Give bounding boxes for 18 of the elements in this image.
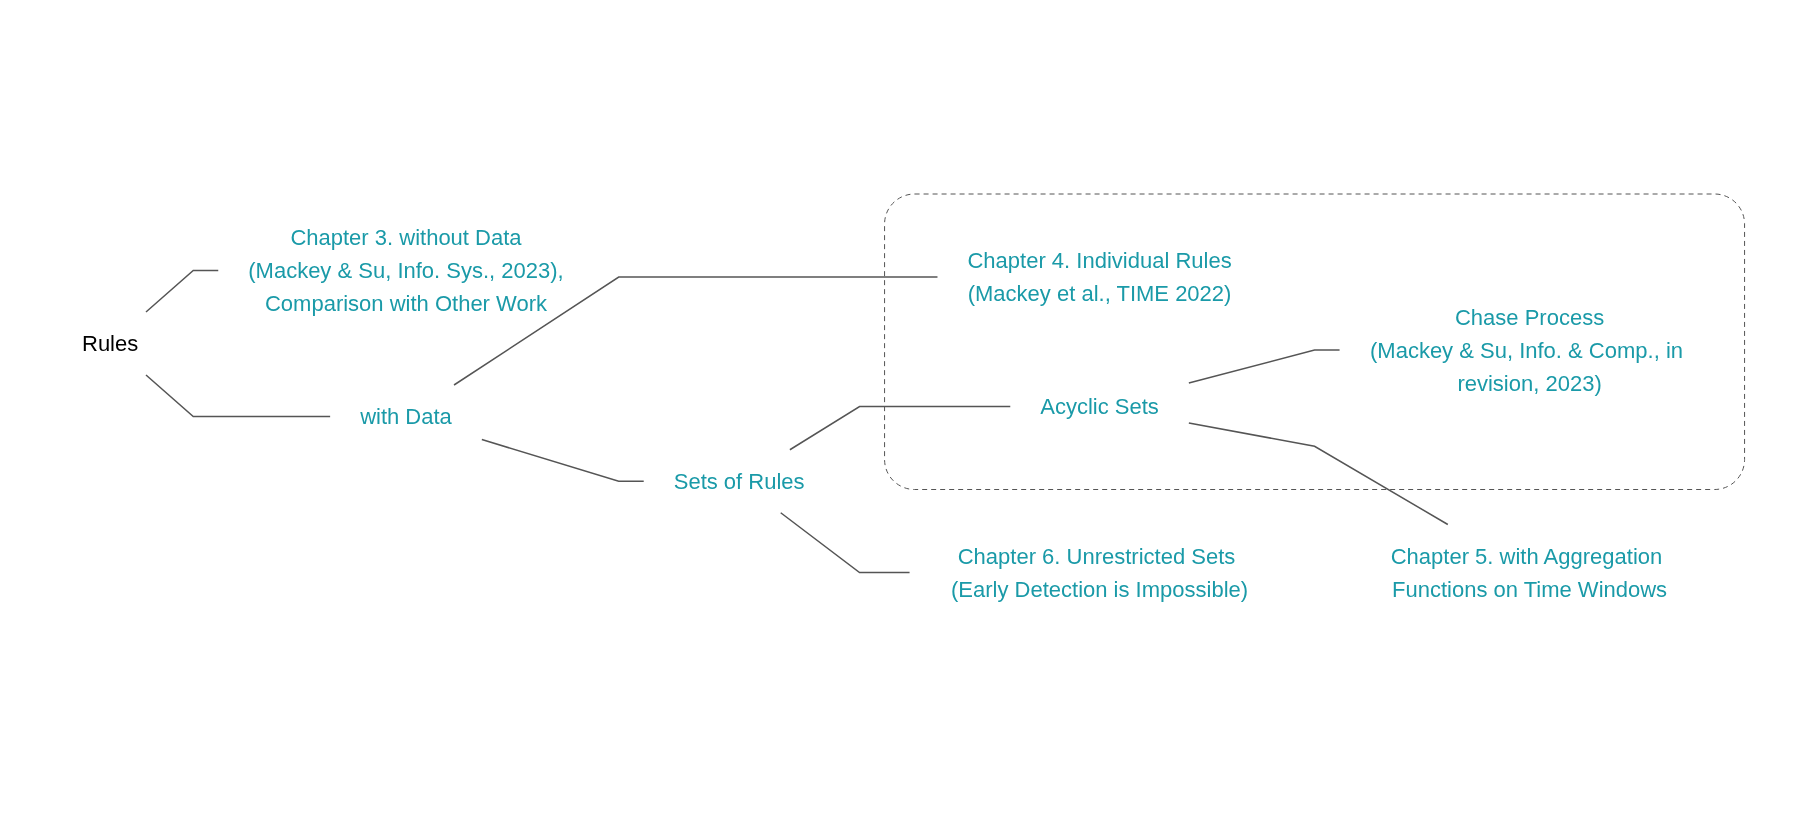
node-label: Chapter 3. (290, 225, 393, 251)
cluster (883, 193, 1745, 491)
node-text: Chase Process (Mackey & Su, Info. & Comp., in revision, 2023) (1369, 304, 1683, 396)
connector (480, 439, 645, 483)
connector (144, 270, 219, 313)
connector (1187, 349, 1341, 385)
node-label: Chapter 6. (957, 543, 1061, 569)
node-text: Rules (81, 331, 138, 357)
connector (144, 374, 331, 418)
node-label: Chapter 5. (1390, 543, 1494, 569)
node-text: Sets of Rules (673, 469, 805, 494)
connector (779, 512, 911, 574)
node-text: Acyclic Sets (1039, 394, 1159, 420)
connector (453, 276, 938, 386)
connector (788, 406, 1011, 451)
connector (1187, 422, 1449, 526)
node-label: Chapter 4. (967, 248, 1070, 274)
node-text: with Data (359, 404, 452, 430)
